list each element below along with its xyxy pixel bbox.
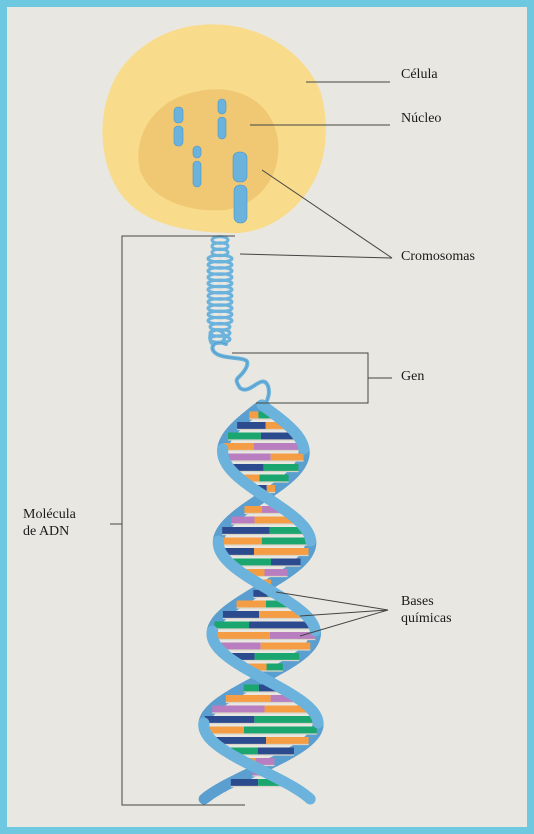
base-pair (244, 685, 259, 692)
base-pair (258, 748, 294, 755)
base-pair (222, 527, 269, 534)
base-pair (249, 412, 258, 419)
base-pair (254, 548, 309, 555)
dna-molecule-label: Molécula de ADN (23, 506, 76, 540)
nucleus-label: Núcleo (401, 110, 441, 127)
base-pair (259, 475, 288, 482)
chromosome (193, 146, 201, 187)
base-pair (228, 433, 261, 440)
base-pair (264, 569, 287, 576)
chromatin-coil (208, 237, 232, 344)
chromosome (218, 99, 226, 139)
chromosome (233, 152, 247, 223)
base-pair (271, 559, 301, 566)
base-pair (254, 443, 304, 450)
base-pair (266, 737, 309, 744)
base-pair (231, 517, 254, 524)
base-pair (212, 706, 264, 713)
base-pair (244, 506, 262, 513)
base-pair (223, 454, 270, 461)
base-pair (226, 695, 271, 702)
base-pair (249, 622, 313, 629)
base-pair (223, 611, 259, 618)
base-pair (267, 664, 283, 671)
base-pair (244, 727, 317, 734)
chemical-bases-label: Bases químicas (401, 593, 452, 627)
base-pair (237, 422, 266, 429)
base-pair (205, 716, 255, 723)
gene-label: Gen (401, 368, 424, 385)
base-pair (212, 632, 270, 639)
strand-segment (204, 797, 207, 799)
base-pair (231, 779, 258, 786)
base-pair (214, 622, 249, 629)
cell-label: Célula (401, 66, 438, 83)
base-pair (262, 538, 311, 545)
base-pair (271, 454, 304, 461)
chromosomes-label: Cromosomas (401, 248, 475, 265)
strand-segment (308, 797, 310, 799)
base-pair (254, 716, 317, 723)
base-pair (255, 653, 299, 660)
base-pair (261, 643, 311, 650)
base-pair (264, 464, 299, 471)
base-pair (267, 485, 275, 492)
base-pair (237, 601, 266, 608)
base-pair (218, 538, 261, 545)
